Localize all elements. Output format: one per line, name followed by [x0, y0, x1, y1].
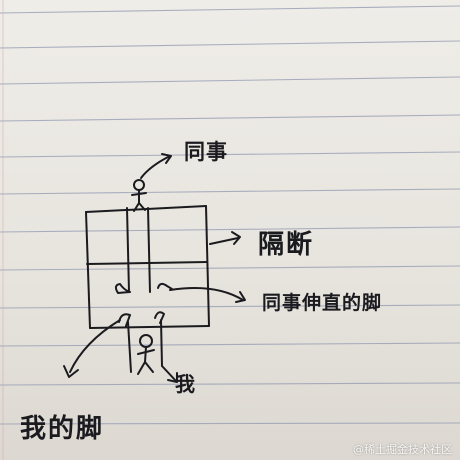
label-colleague: 同事	[184, 140, 228, 164]
desk-partition-grid	[85, 205, 210, 329]
ruled-lines	[0, 5, 460, 425]
arrow-icon	[140, 153, 172, 179]
label-colleague-feet: 同事伸直的脚	[262, 292, 383, 314]
arrow-icon	[161, 365, 178, 383]
stick-figure-colleague-icon	[131, 179, 147, 212]
label-my-feet: 我的脚	[20, 414, 105, 444]
stick-figure-me-icon	[127, 319, 163, 375]
watermark: @稀土掘金技术社区	[353, 443, 452, 456]
foot-icon	[118, 311, 165, 327]
label-me: 我	[175, 372, 196, 396]
foot-icon	[114, 282, 173, 294]
arrow-icon	[169, 287, 246, 303]
label-partition: 隔断	[258, 230, 315, 260]
arrow-icon	[63, 319, 121, 378]
arrow-icon	[209, 231, 241, 245]
